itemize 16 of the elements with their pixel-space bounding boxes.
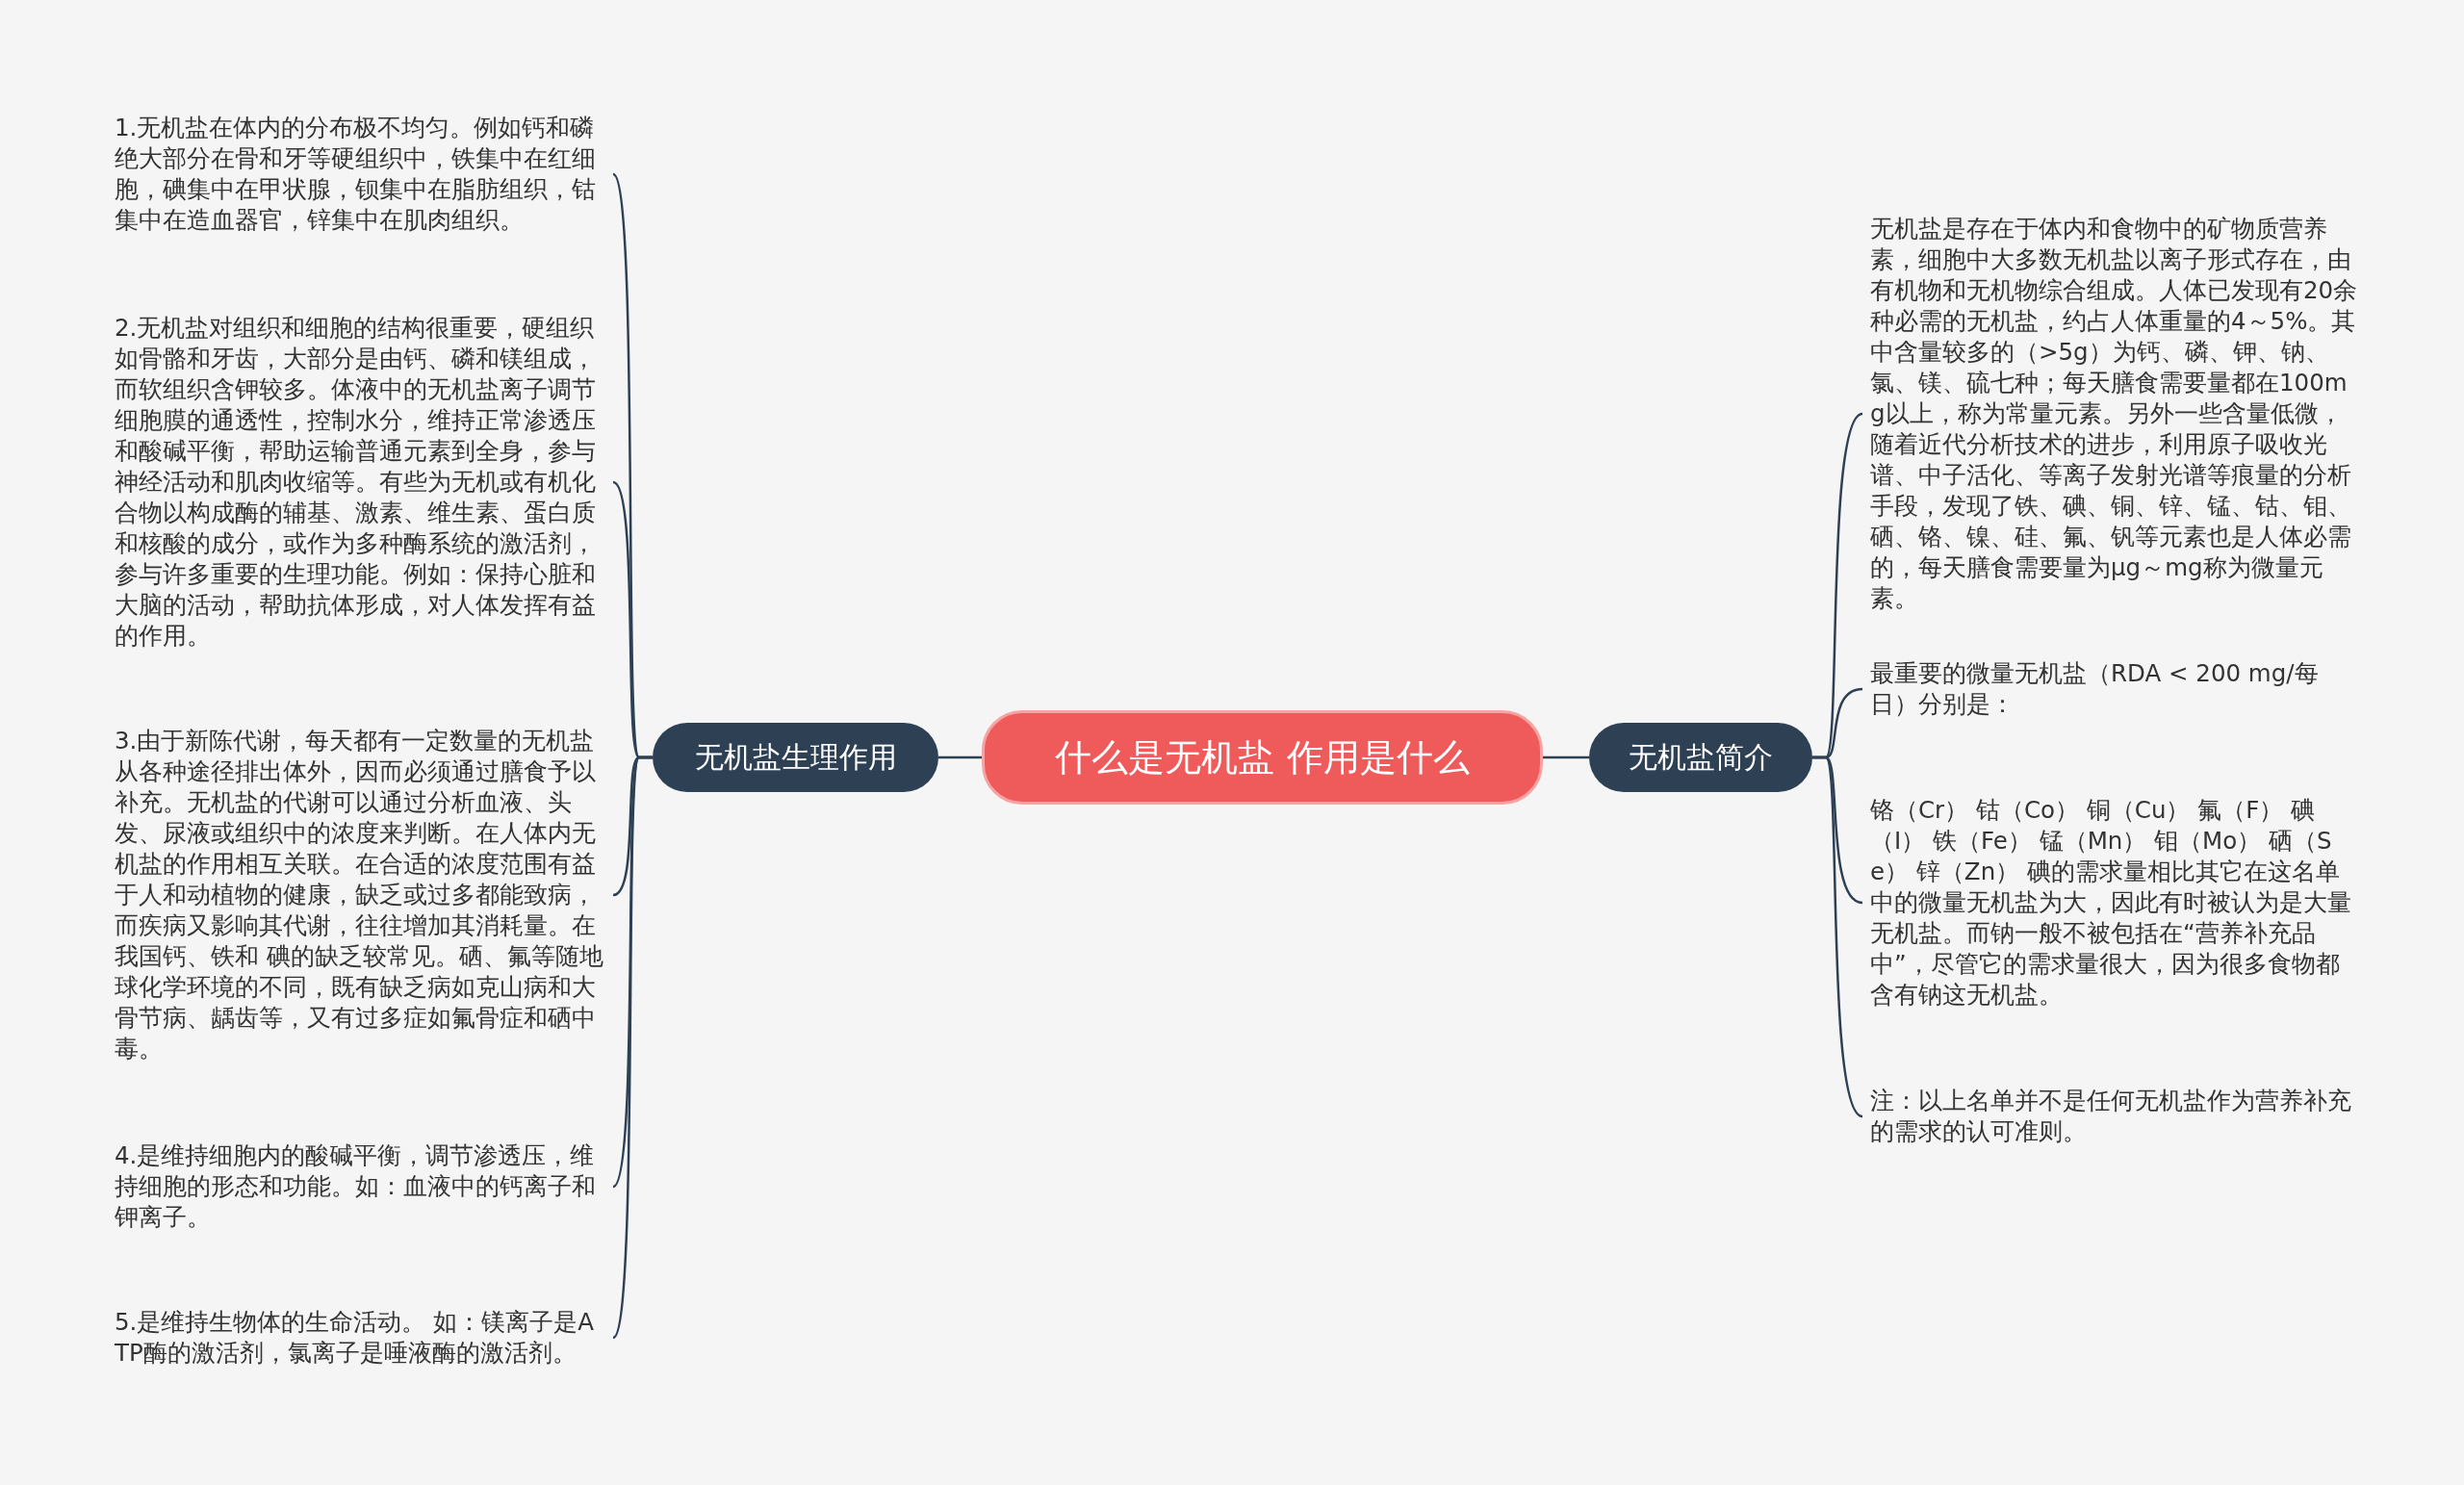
topic-text: 1.无机盐在体内的分布极不均匀。例如钙和磷绝大部分在骨和牙等硬组织中，铁集中在红细胞，碘集中在甲状腺，钡集中在脂肪组织，钴集中在造血器官，锌集中在肌肉组织。 [115, 113, 605, 236]
connector-line [938, 755, 982, 759]
topic-text: 注：以上名单并不是任何无机盐作为营养补充的需求的认可准则。 [1870, 1086, 2361, 1147]
topic-text: 铬（Cr） 钴（Co） 铜（Cu） 氟（F） 碘（I） 铁（Fe） 锰（Mn） 钼（Mo） 硒（Se） 锌（Zn） 碘的需求量相比其它在这名单中的微量无机盐为大，因此有时被认为是大量无机盐。而钠一般不被包括在“营养补充品中”，尽管它的需求量很大，因为很多食物都含有钠这无机盐。 [1870, 795, 2361, 1011]
central-topic: 什么是无机盐 作用是什么 [982, 710, 1543, 805]
topic-text: 最重要的微量无机盐（RDA < 200 mg/每日）分别是： [1870, 658, 2361, 720]
branch-topic: 无机盐简介 [1589, 723, 1812, 792]
topic-text: 4.是维持细胞内的酸碱平衡，调节渗透压，维持细胞的形态和功能。如：血液中的钙离子和钾离子。 [115, 1140, 605, 1233]
topic-text: 3.由于新陈代谢，每天都有一定数量的无机盐从各种途径排出体外，因而必须通过膳食予以补充。无机盐的代谢可以通过分析血液、头发、尿液或组织中的浓度来判断。在人体内无机盐的作用相互关联。在合适的浓度范围有益于人和动植物的健康，缺乏或过多都能致病，而疾病又影响其代谢，往往增加其消耗量。在我国钙、铁和 碘的缺乏较常见。硒、氟等随地球化学环境的不同，既有缺乏病如克山病和大骨节病、龋齿等，又有过多症如氟骨症和硒中毒。 [115, 726, 605, 1064]
connector-line [1543, 755, 1589, 759]
topic-text: 2.无机盐对组织和细胞的结构很重要，硬组织如骨骼和牙齿，大部分是由钙、磷和镁组成，而软组织含钾较多。体液中的无机盐离子调节细胞膜的通透性，控制水分，维持正常渗透压和酸碱平衡，帮助运输普通元素到全身，参与神经活动和肌肉收缩等。有些为无机或有机化合物以构成酶的辅基、激素、维生素、蛋白质和核酸的成分，或作为多种酶系统的激活剂，参与许多重要的生理功能。例如：保持心脏和大脑的活动，帮助抗体形成，对人体发挥有益的作用。 [115, 313, 605, 652]
connector-line [1812, 755, 1863, 1117]
connector-line [611, 755, 653, 1339]
branch-topic: 无机盐生理作用 [653, 723, 938, 792]
topic-text: 无机盐是存在于体内和食物中的矿物质营养素，细胞中大多数无机盐以离子形式存在，由有机物和无机物综合组成。人体已发现有20余种必需的无机盐，约占人体重量的4～5%。其中含量较多的（>5g）为钙、磷、钾、钠、氯、镁、硫七种；每天膳食需要量都在100mg以上，称为常量元素。另外一些含量低微，随着近代分析技术的进步，利用原子吸收光谱、中子活化、等离子发射光谱等痕量的分析手段，发现了铁、碘、铜、锌、锰、钴、钼、硒、铬、镍、硅、氟、钒等元素也是人体必需的，每天膳食需要量为μg～mg称为微量元素。 [1870, 214, 2361, 614]
topic-text: 5.是维持生物体的生命活动。 如：镁离子是ATP酶的激活剂，氯离子是唾液酶的激活剂。 [115, 1307, 605, 1369]
